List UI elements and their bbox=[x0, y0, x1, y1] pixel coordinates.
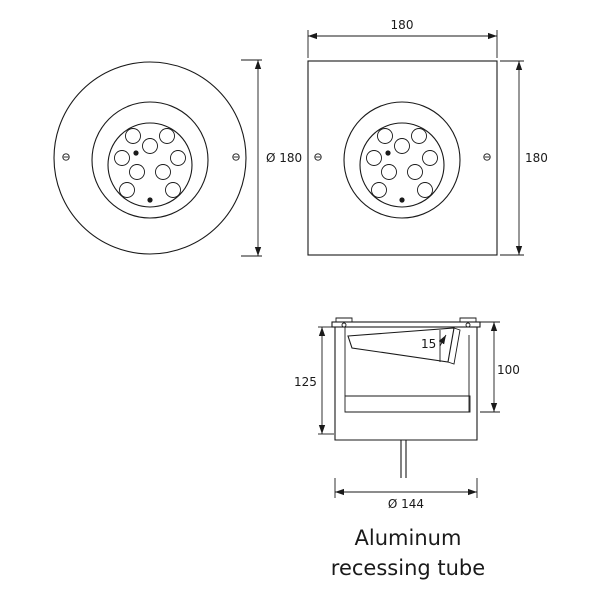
screw-icon bbox=[133, 150, 139, 156]
screw-icon bbox=[341, 322, 347, 328]
inner-height-label: 100 bbox=[497, 363, 520, 377]
screw-icon bbox=[385, 150, 391, 156]
led-icon bbox=[411, 128, 427, 144]
screw-icon bbox=[399, 197, 405, 203]
round-inner-ring bbox=[91, 101, 209, 219]
square-height-label: 180 bbox=[525, 151, 548, 165]
square-screw-right bbox=[483, 153, 491, 161]
screw-icon bbox=[232, 153, 240, 161]
flange-clip-right bbox=[459, 317, 477, 322]
round-diameter-dimension: Ø 180 bbox=[241, 59, 302, 257]
side-section-view: 15 bbox=[331, 317, 481, 478]
square-lens-ring bbox=[359, 122, 445, 208]
tube-outer-wall bbox=[334, 327, 478, 441]
angle-arc bbox=[438, 334, 447, 347]
led-icon bbox=[417, 182, 433, 198]
top-flange bbox=[331, 321, 481, 328]
led-icon bbox=[142, 138, 158, 154]
round-diameter-label: Ø 180 bbox=[266, 151, 302, 165]
square-led-array bbox=[366, 128, 438, 203]
led-icon bbox=[114, 150, 130, 166]
square-screw-left bbox=[314, 153, 322, 161]
led-icon bbox=[125, 128, 141, 144]
caption-line-1: Aluminum bbox=[355, 526, 462, 550]
square-width-label: 180 bbox=[391, 18, 414, 32]
square-width-dimension: 180 bbox=[307, 18, 498, 58]
led-icon bbox=[155, 164, 171, 180]
square-inner-ring bbox=[343, 101, 461, 219]
tilted-light-lens bbox=[447, 327, 461, 365]
led-icon bbox=[407, 164, 423, 180]
screw-icon bbox=[147, 197, 153, 203]
square-height-dimension: 180 bbox=[500, 60, 548, 256]
led-icon bbox=[377, 128, 393, 144]
square-fixture-view bbox=[307, 60, 498, 256]
led-icon bbox=[381, 164, 397, 180]
led-icon bbox=[394, 138, 410, 154]
power-cable bbox=[400, 440, 407, 478]
led-icon bbox=[119, 182, 135, 198]
tube-height-label: 125 bbox=[294, 375, 317, 389]
tilt-angle-label: 15 bbox=[421, 337, 436, 351]
led-icon bbox=[422, 150, 438, 166]
screw-icon bbox=[314, 153, 322, 161]
round-fixture-view bbox=[53, 61, 247, 255]
tube-height-dimension: 125 bbox=[294, 326, 334, 435]
tube-diameter-label: Ø 144 bbox=[388, 497, 424, 511]
round-led-array bbox=[114, 128, 186, 203]
tube-diameter-dimension: Ø 144 bbox=[334, 478, 478, 511]
round-screw-left bbox=[62, 153, 70, 161]
screw-icon bbox=[62, 153, 70, 161]
tilted-light-body bbox=[347, 327, 455, 363]
led-icon bbox=[170, 150, 186, 166]
led-icon bbox=[366, 150, 382, 166]
inner-height-dimension: 100 bbox=[480, 321, 520, 413]
round-screw-right bbox=[232, 153, 240, 161]
flange-clip-left bbox=[335, 317, 353, 322]
screw-icon bbox=[465, 322, 471, 328]
led-icon bbox=[159, 128, 175, 144]
led-icon bbox=[371, 182, 387, 198]
inner-ledge bbox=[344, 395, 471, 413]
screw-icon bbox=[483, 153, 491, 161]
square-plate bbox=[307, 60, 498, 256]
round-outer-ring bbox=[53, 61, 247, 255]
led-icon bbox=[129, 164, 145, 180]
led-icon bbox=[165, 182, 181, 198]
caption-line-2: recessing tube bbox=[331, 556, 485, 580]
round-lens-ring bbox=[107, 122, 193, 208]
